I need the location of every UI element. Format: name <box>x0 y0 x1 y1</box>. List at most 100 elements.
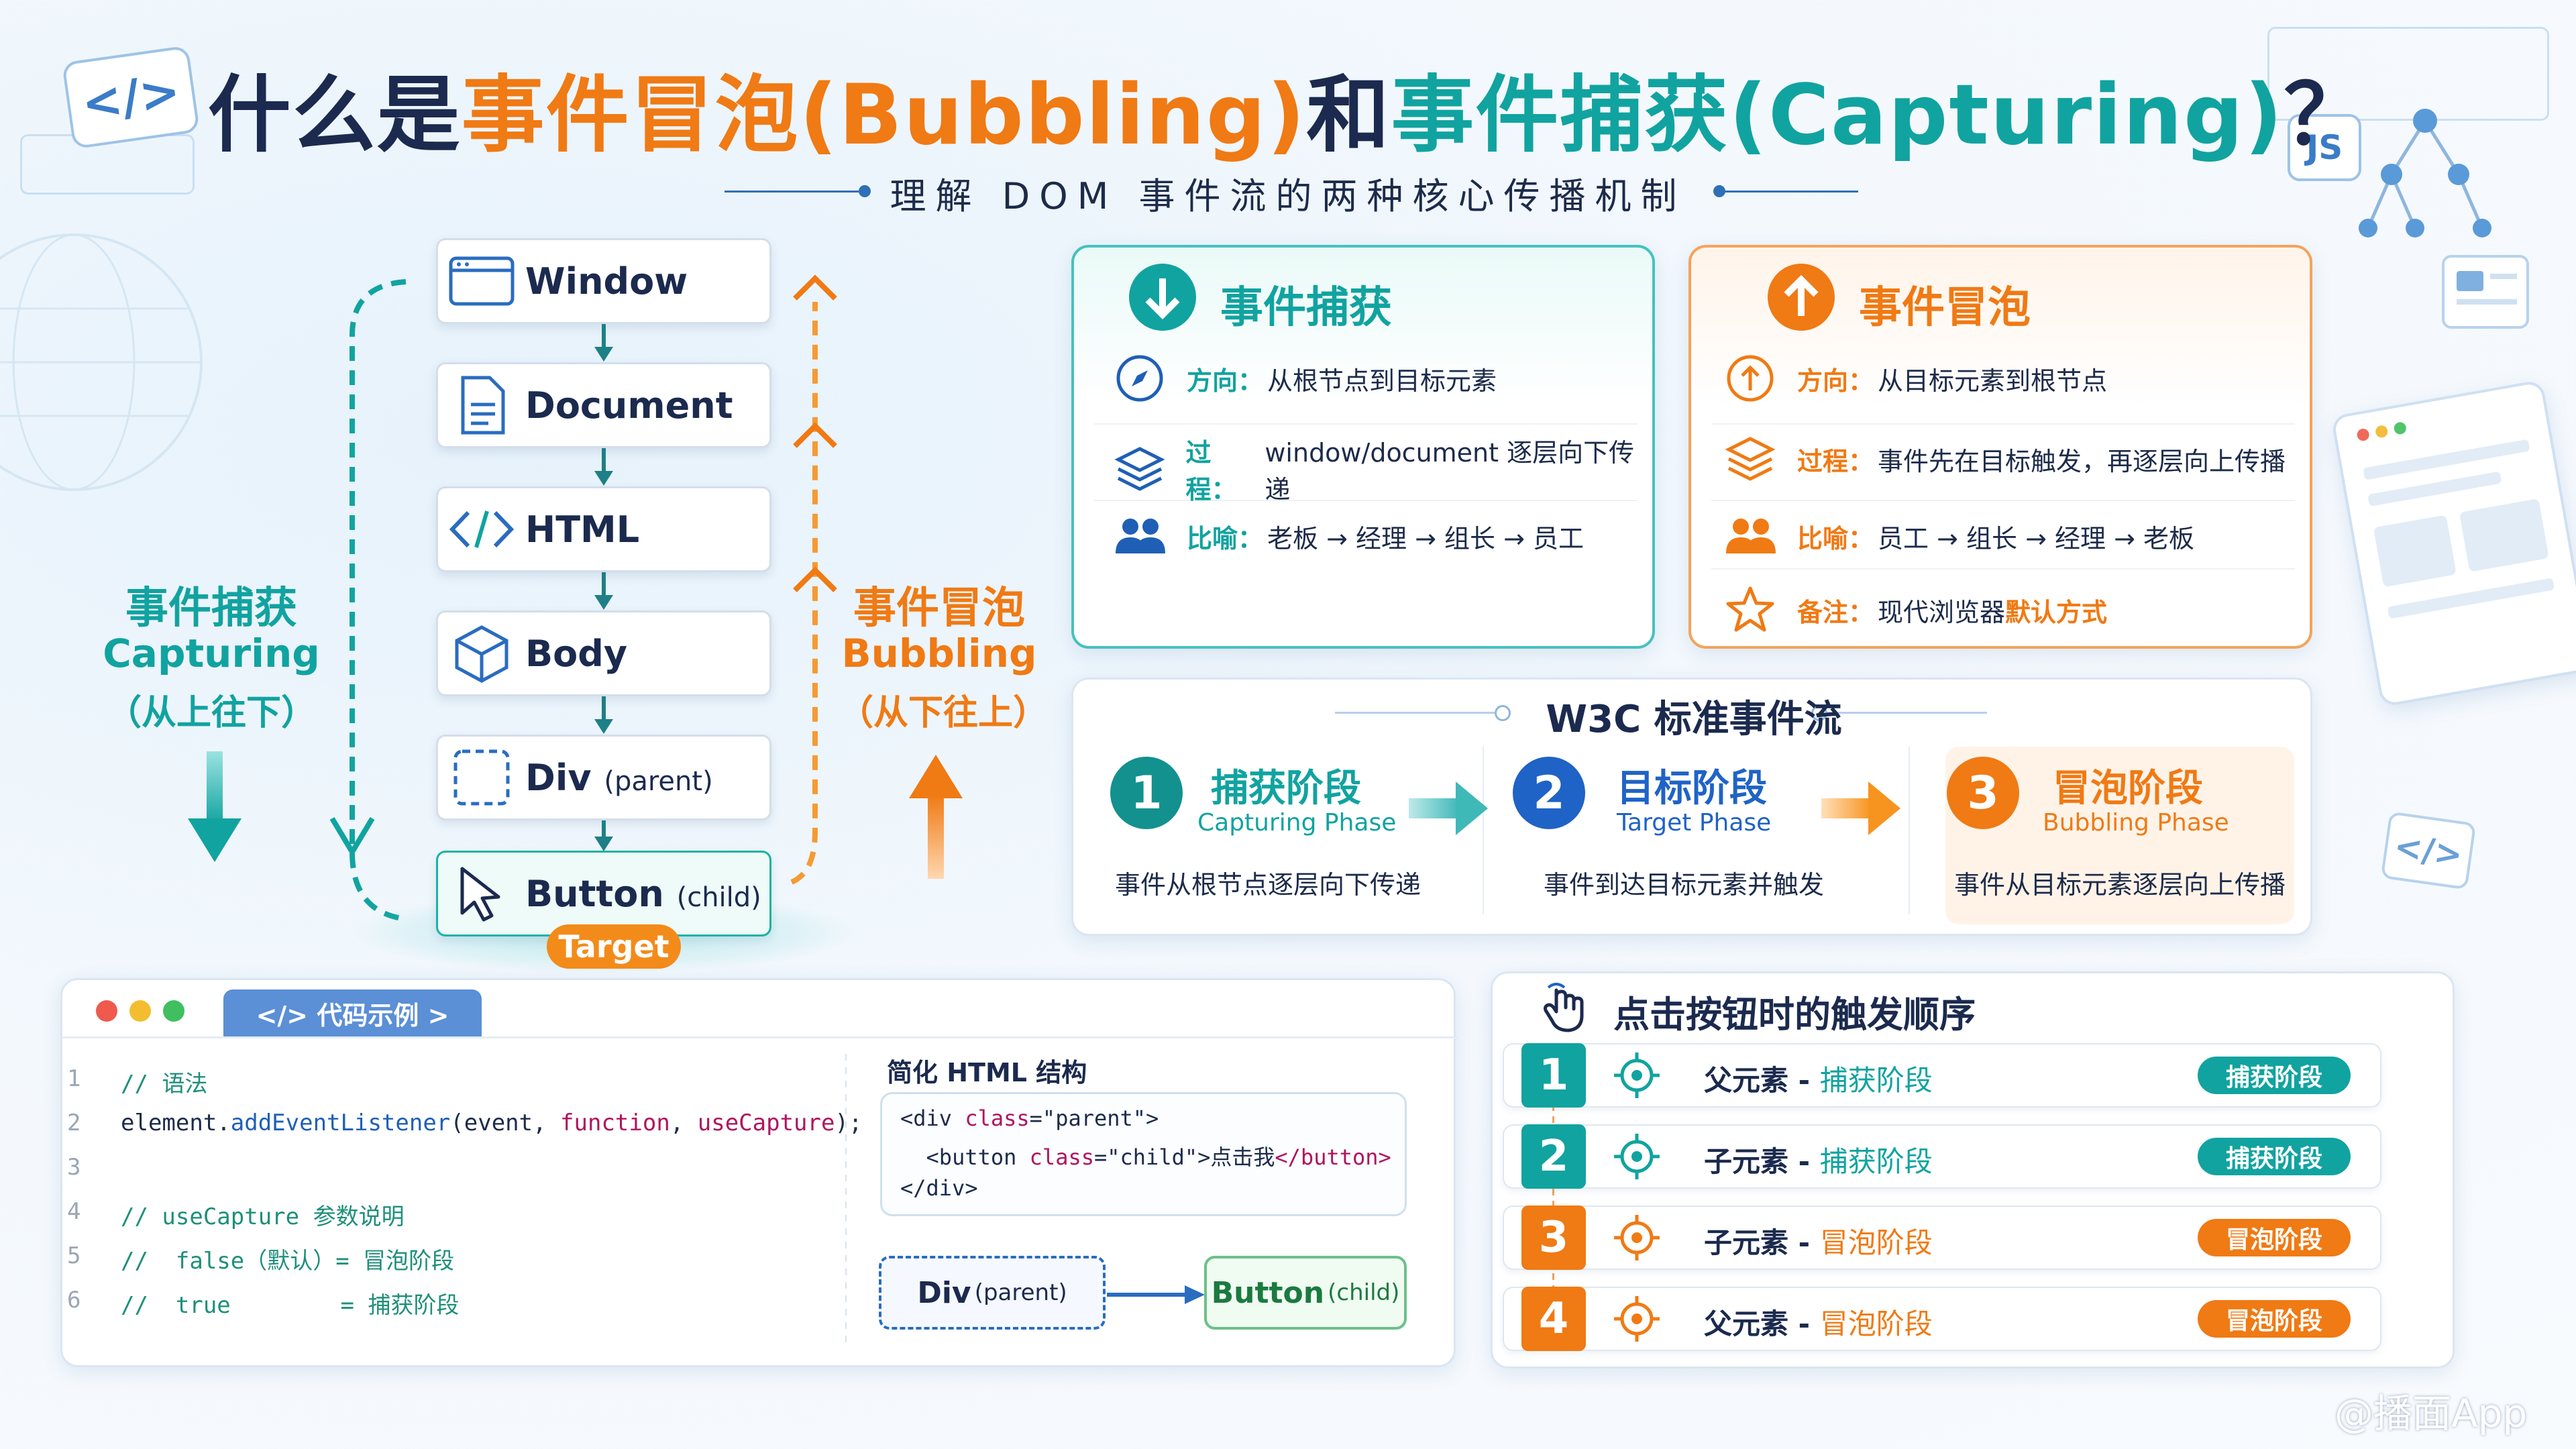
capture-en-label: Capturing <box>103 631 320 676</box>
capture-info-card: 事件捕获 方向：从根节点到目标元素 过程：window/document 逐层向… <box>1071 245 1655 649</box>
dom-node-body: Body <box>436 610 771 696</box>
document-icon <box>438 375 525 435</box>
trigger-order-title: 点击按钮时的触发顺序 <box>1613 994 1976 1036</box>
code-small-badge-icon: </> <box>2380 811 2477 890</box>
phase-2-en: Target Phase <box>1617 809 1772 837</box>
subtitle-dot-right <box>1713 185 1725 197</box>
order-step-number: 4 <box>1521 1287 1586 1351</box>
chevron-down-icon <box>594 324 613 362</box>
phase-2-desc: 事件到达目标元素并触发 <box>1543 870 1824 900</box>
flow-paths <box>329 274 837 922</box>
phase-3-desc: 事件从目标元素逐层向上传播 <box>1953 870 2286 900</box>
phase-1-desc: 事件从根节点逐层向下传递 <box>1114 870 1421 900</box>
capture-card-title: 事件捕获 <box>1220 283 1392 333</box>
hand-pointer-icon <box>1544 983 1584 1032</box>
code-line: 1// 语法 <box>67 1065 208 1097</box>
dom-node-div: Div (parent) <box>436 735 771 820</box>
phase-1-number: 1 <box>1110 757 1183 829</box>
globe-decoration <box>0 233 203 491</box>
code-icon <box>438 506 525 553</box>
people-icon <box>1726 519 1776 553</box>
html-code-line: <div class="parent"> <box>900 1106 1159 1131</box>
star-icon <box>1726 586 1774 632</box>
people-icon <box>1116 519 1165 553</box>
capture-row-process: 过程：window/document 逐层向下传递 <box>1113 432 1652 506</box>
browser-window-icon <box>438 254 525 308</box>
subtitle-rule-left <box>724 191 859 193</box>
phase-2-number: 2 <box>1513 757 1585 829</box>
phase-1-en: Capturing Phase <box>1197 809 1397 837</box>
button-child-box: Button (child) <box>1204 1256 1407 1330</box>
chevron-down-icon <box>594 696 613 734</box>
compass-icon <box>1116 355 1163 402</box>
crosshair-icon <box>1614 1134 1660 1179</box>
arrow-right-icon <box>1821 782 1900 835</box>
arrow-up-circle-icon <box>1768 264 1835 331</box>
crosshair-icon <box>1614 1215 1660 1260</box>
dashed-square-icon <box>438 747 525 808</box>
subtitle-rule-right <box>1724 191 1858 193</box>
bubble-info-card: 事件冒泡 方向：从目标元素到根节点 过程：事件先在目标触发，再逐层向上传播 比喻… <box>1688 245 2312 649</box>
bubble-row-direction: 方向：从目标元素到根节点 <box>1723 352 2107 405</box>
arrow-right-icon <box>1409 782 1488 835</box>
w3c-title: W3C 标准事件流 <box>1546 698 1842 741</box>
layout-card-icon <box>2442 255 2529 329</box>
dom-node-button-target: Button (child) <box>436 851 771 936</box>
capture-row-direction: 方向：从根节点到目标元素 <box>1113 352 1497 405</box>
code-line: 6// true = 捕获阶段 <box>67 1287 460 1319</box>
tree-diagram-icon <box>2359 109 2491 237</box>
code-line: 3 <box>67 1154 81 1181</box>
phase-2-title: 目标阶段 <box>1617 767 1767 810</box>
order-step-number: 2 <box>1521 1124 1586 1189</box>
browser-illustration <box>2330 379 2576 708</box>
bubble-row-process: 过程：事件先在目标触发，再逐层向上传播 <box>1723 432 2286 486</box>
order-step-number: 1 <box>1521 1043 1586 1108</box>
cursor-pointer-icon <box>438 863 525 924</box>
bubble-row-note: 备注：现代浏览器默认方式 <box>1723 583 2107 637</box>
arrow-down-circle-icon <box>1129 264 1196 331</box>
phase-3-en: Bubbling Phase <box>2043 809 2229 837</box>
bubble-en-label: Bubbling <box>841 631 1037 676</box>
phase-badge: 冒泡阶段 <box>2198 1219 2351 1256</box>
html-snippet-box <box>880 1092 1407 1216</box>
bubble-up-arrow-icon <box>909 755 963 879</box>
w3c-event-flow-card: W3C 标准事件流 <box>1071 678 2312 936</box>
phase-badge: 捕获阶段 <box>2198 1138 2351 1175</box>
layers-icon <box>1114 447 1165 491</box>
chevron-down-icon <box>594 820 613 851</box>
html-code-line: <button class="child">点击我</button> <box>900 1144 1391 1170</box>
arrow-up-outline-icon <box>1727 355 1774 402</box>
bubble-card-title: 事件冒泡 <box>1859 283 2031 333</box>
js-badge-icon: JS <box>2288 114 2361 181</box>
order-step-number: 3 <box>1521 1205 1586 1270</box>
capture-label: 事件捕获 <box>125 584 297 633</box>
code-example-tab[interactable]: </> 代码示例 > <box>223 989 482 1036</box>
phase-badge: 捕获阶段 <box>2198 1057 2351 1094</box>
page-subtitle: 理解 DOM 事件流的两种核心传播机制 <box>890 175 1686 217</box>
order-step-text: 父元素 - 捕获阶段 <box>1704 1064 1933 1097</box>
chevron-down-icon <box>594 572 613 610</box>
order-step-text: 子元素 - 捕获阶段 <box>1704 1145 1933 1178</box>
crosshair-icon <box>1614 1296 1660 1342</box>
capture-row-analogy: 比喻：老板 → 经理 → 组长 → 员工 <box>1113 509 1584 563</box>
code-line: 5// false（默认）= 冒泡阶段 <box>67 1242 455 1275</box>
bubble-label: 事件冒泡 <box>853 584 1025 633</box>
phase-3-number: 3 <box>1947 757 2019 829</box>
layers-icon <box>1725 437 1776 481</box>
code-line: 4// useCapture 参数说明 <box>67 1198 405 1230</box>
cube-icon <box>438 623 525 684</box>
order-step-text: 子元素 - 冒泡阶段 <box>1704 1226 1933 1259</box>
phase-1-title: 捕获阶段 <box>1211 767 1361 810</box>
phase-badge: 冒泡阶段 <box>2198 1300 2351 1338</box>
decorative-circuit <box>2267 27 2549 121</box>
dom-node-window: Window <box>436 238 771 324</box>
subtitle-dot-left <box>859 185 871 197</box>
capture-direction: （从上往下） <box>106 693 316 733</box>
div-parent-box: Div (parent) <box>879 1256 1106 1330</box>
capture-down-arrow-icon <box>188 751 241 862</box>
html-code-line: </div> <box>900 1175 978 1201</box>
chevron-down-icon <box>594 448 613 486</box>
page-title: 什么是事件冒泡 (Bubbling) 和事件捕获 (Capturing)？ <box>207 67 2369 164</box>
crosshair-icon <box>1614 1053 1660 1098</box>
target-badge: Target <box>547 924 681 969</box>
